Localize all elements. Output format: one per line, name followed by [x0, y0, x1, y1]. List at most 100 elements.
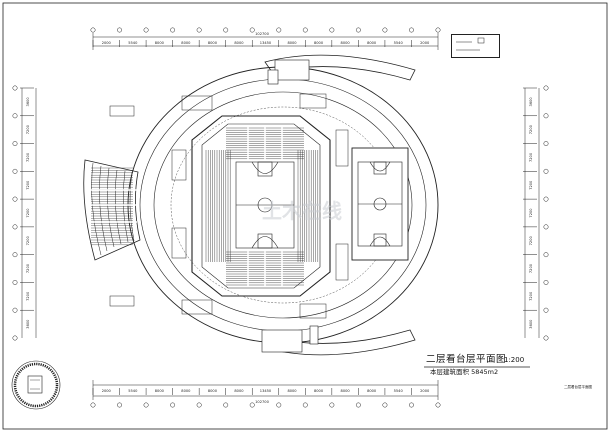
right-dimension-value: 3600	[529, 97, 533, 107]
right-dimension-value: 7200	[529, 291, 533, 301]
left-dimension-value: 7200	[26, 124, 30, 134]
bottom-dimension-value: 13450	[260, 389, 272, 393]
axis-bubble	[196, 27, 202, 33]
axis-bubble	[12, 113, 18, 119]
axis-bubble	[223, 27, 229, 33]
bottom-dimension-value: 8000	[234, 389, 244, 393]
arena-seating	[205, 126, 318, 286]
axis-bubble	[143, 27, 149, 33]
key-plan	[11, 360, 61, 410]
axis-bubble	[12, 279, 18, 285]
top-dimension-value: 2000	[102, 41, 112, 45]
overall-dimension: 102700	[255, 400, 269, 404]
bottom-dimension-value: 8000	[367, 389, 377, 393]
axis-bubble	[382, 402, 388, 408]
right-dimension-value: 7200	[529, 208, 533, 218]
axis-bubble	[302, 402, 308, 408]
bottom-dimension-value: 5540	[394, 389, 404, 393]
top-dimension-value: 8000	[287, 41, 297, 45]
axis-bubble	[117, 27, 122, 33]
axis-bubble	[249, 402, 255, 408]
axis-bubble	[409, 27, 414, 33]
bottom-dimension-value: 8000	[314, 389, 324, 393]
bottom-dimension-chain	[92, 380, 439, 400]
west-seating-hatch	[88, 167, 137, 245]
left-dimension-value: 7200	[26, 152, 30, 162]
top-dimension-value: 8000	[155, 41, 165, 45]
floor-area-label: 本层建筑面积 5845m2	[430, 368, 499, 376]
axis-bubble	[143, 402, 149, 408]
axis-bubble	[543, 307, 549, 313]
top-dimension-value: 13450	[260, 41, 272, 45]
axis-bubble	[382, 27, 388, 33]
bottom-dimension-labels: 2000 5540 8000 8000 8000 8000 13450 8000 8000 800…	[92, 388, 430, 404]
axis-bubble	[117, 402, 122, 408]
grid-axis-markers	[12, 27, 549, 408]
corner-title-note: 二层看台层平面图	[564, 385, 592, 389]
side-dimension-labels: 3600 7200 7200 7200 7200 7200 7200 7200 3600 3600…	[20, 87, 537, 329]
axis-bubble	[12, 307, 18, 313]
axis-bubble	[543, 168, 549, 174]
top-dimension-value: 8000	[208, 41, 218, 45]
top-dimension-value: 8000	[314, 41, 324, 45]
right-dimension-value: 7200	[529, 180, 533, 190]
axis-bubble	[543, 279, 549, 285]
axis-bubble	[249, 27, 255, 33]
axis-bubble	[543, 85, 549, 91]
axis-bubble	[355, 402, 361, 408]
right-dimension-value: 7200	[529, 124, 533, 134]
right-dimension-value: 7200	[529, 263, 533, 273]
axis-bubble	[543, 224, 549, 230]
top-dimension-chain	[92, 33, 439, 50]
legend-symbols	[456, 37, 485, 51]
bottom-dimension-value: 8000	[287, 389, 297, 393]
axis-bubble	[543, 141, 549, 147]
axis-bubble	[543, 113, 549, 119]
canopy-structures	[261, 59, 319, 353]
left-dimension-value: 7200	[26, 263, 30, 273]
axis-bubble	[196, 402, 202, 408]
bottom-dimension-value: 5540	[128, 389, 138, 393]
top-dimension-value: 5540	[128, 41, 138, 45]
axis-bubble	[543, 196, 549, 202]
right-dimension-value: 3600	[529, 319, 533, 329]
service-rooms	[109, 93, 349, 319]
axis-bubble	[329, 27, 335, 33]
axis-bubble	[90, 402, 96, 408]
bottom-dimension-value: 2000	[102, 389, 112, 393]
left-dimension-value: 7200	[26, 291, 30, 301]
axis-bubble	[302, 27, 308, 33]
overall-dimension: 102700	[255, 32, 269, 36]
bottom-dimension-value: 8000	[208, 389, 218, 393]
top-dimension-value: 8000	[181, 41, 191, 45]
axis-bubble	[170, 402, 176, 408]
top-dimension-value: 8000	[367, 41, 377, 45]
main-court	[235, 161, 295, 249]
bottom-dimension-value: 2000	[420, 389, 430, 393]
axis-bubble	[12, 168, 18, 174]
axis-bubble	[12, 85, 18, 91]
left-dimension-value: 7200	[26, 180, 30, 190]
axis-bubble	[12, 196, 18, 202]
axis-bubble	[435, 402, 441, 408]
axis-bubble	[276, 27, 282, 33]
axis-bubble	[12, 252, 18, 258]
left-dimension-value: 3600	[26, 97, 30, 107]
legend-box	[451, 34, 500, 58]
axis-bubble	[543, 335, 549, 341]
left-dimension-chain	[21, 88, 37, 338]
axis-bubble	[543, 252, 549, 258]
left-dimension-value: 7200	[26, 208, 30, 218]
bottom-dimension-value: 8000	[155, 389, 165, 393]
axis-bubble	[170, 27, 176, 33]
bottom-dimension-value: 8000	[181, 389, 191, 393]
top-dimension-value: 5540	[394, 41, 404, 45]
drawing-scale: 1:200	[504, 356, 525, 364]
axis-bubble	[435, 27, 441, 33]
top-dimension-value: 8000	[341, 41, 351, 45]
axis-bubble	[409, 402, 414, 408]
axis-bubble	[355, 27, 361, 33]
right-dimension-chain	[524, 88, 540, 338]
